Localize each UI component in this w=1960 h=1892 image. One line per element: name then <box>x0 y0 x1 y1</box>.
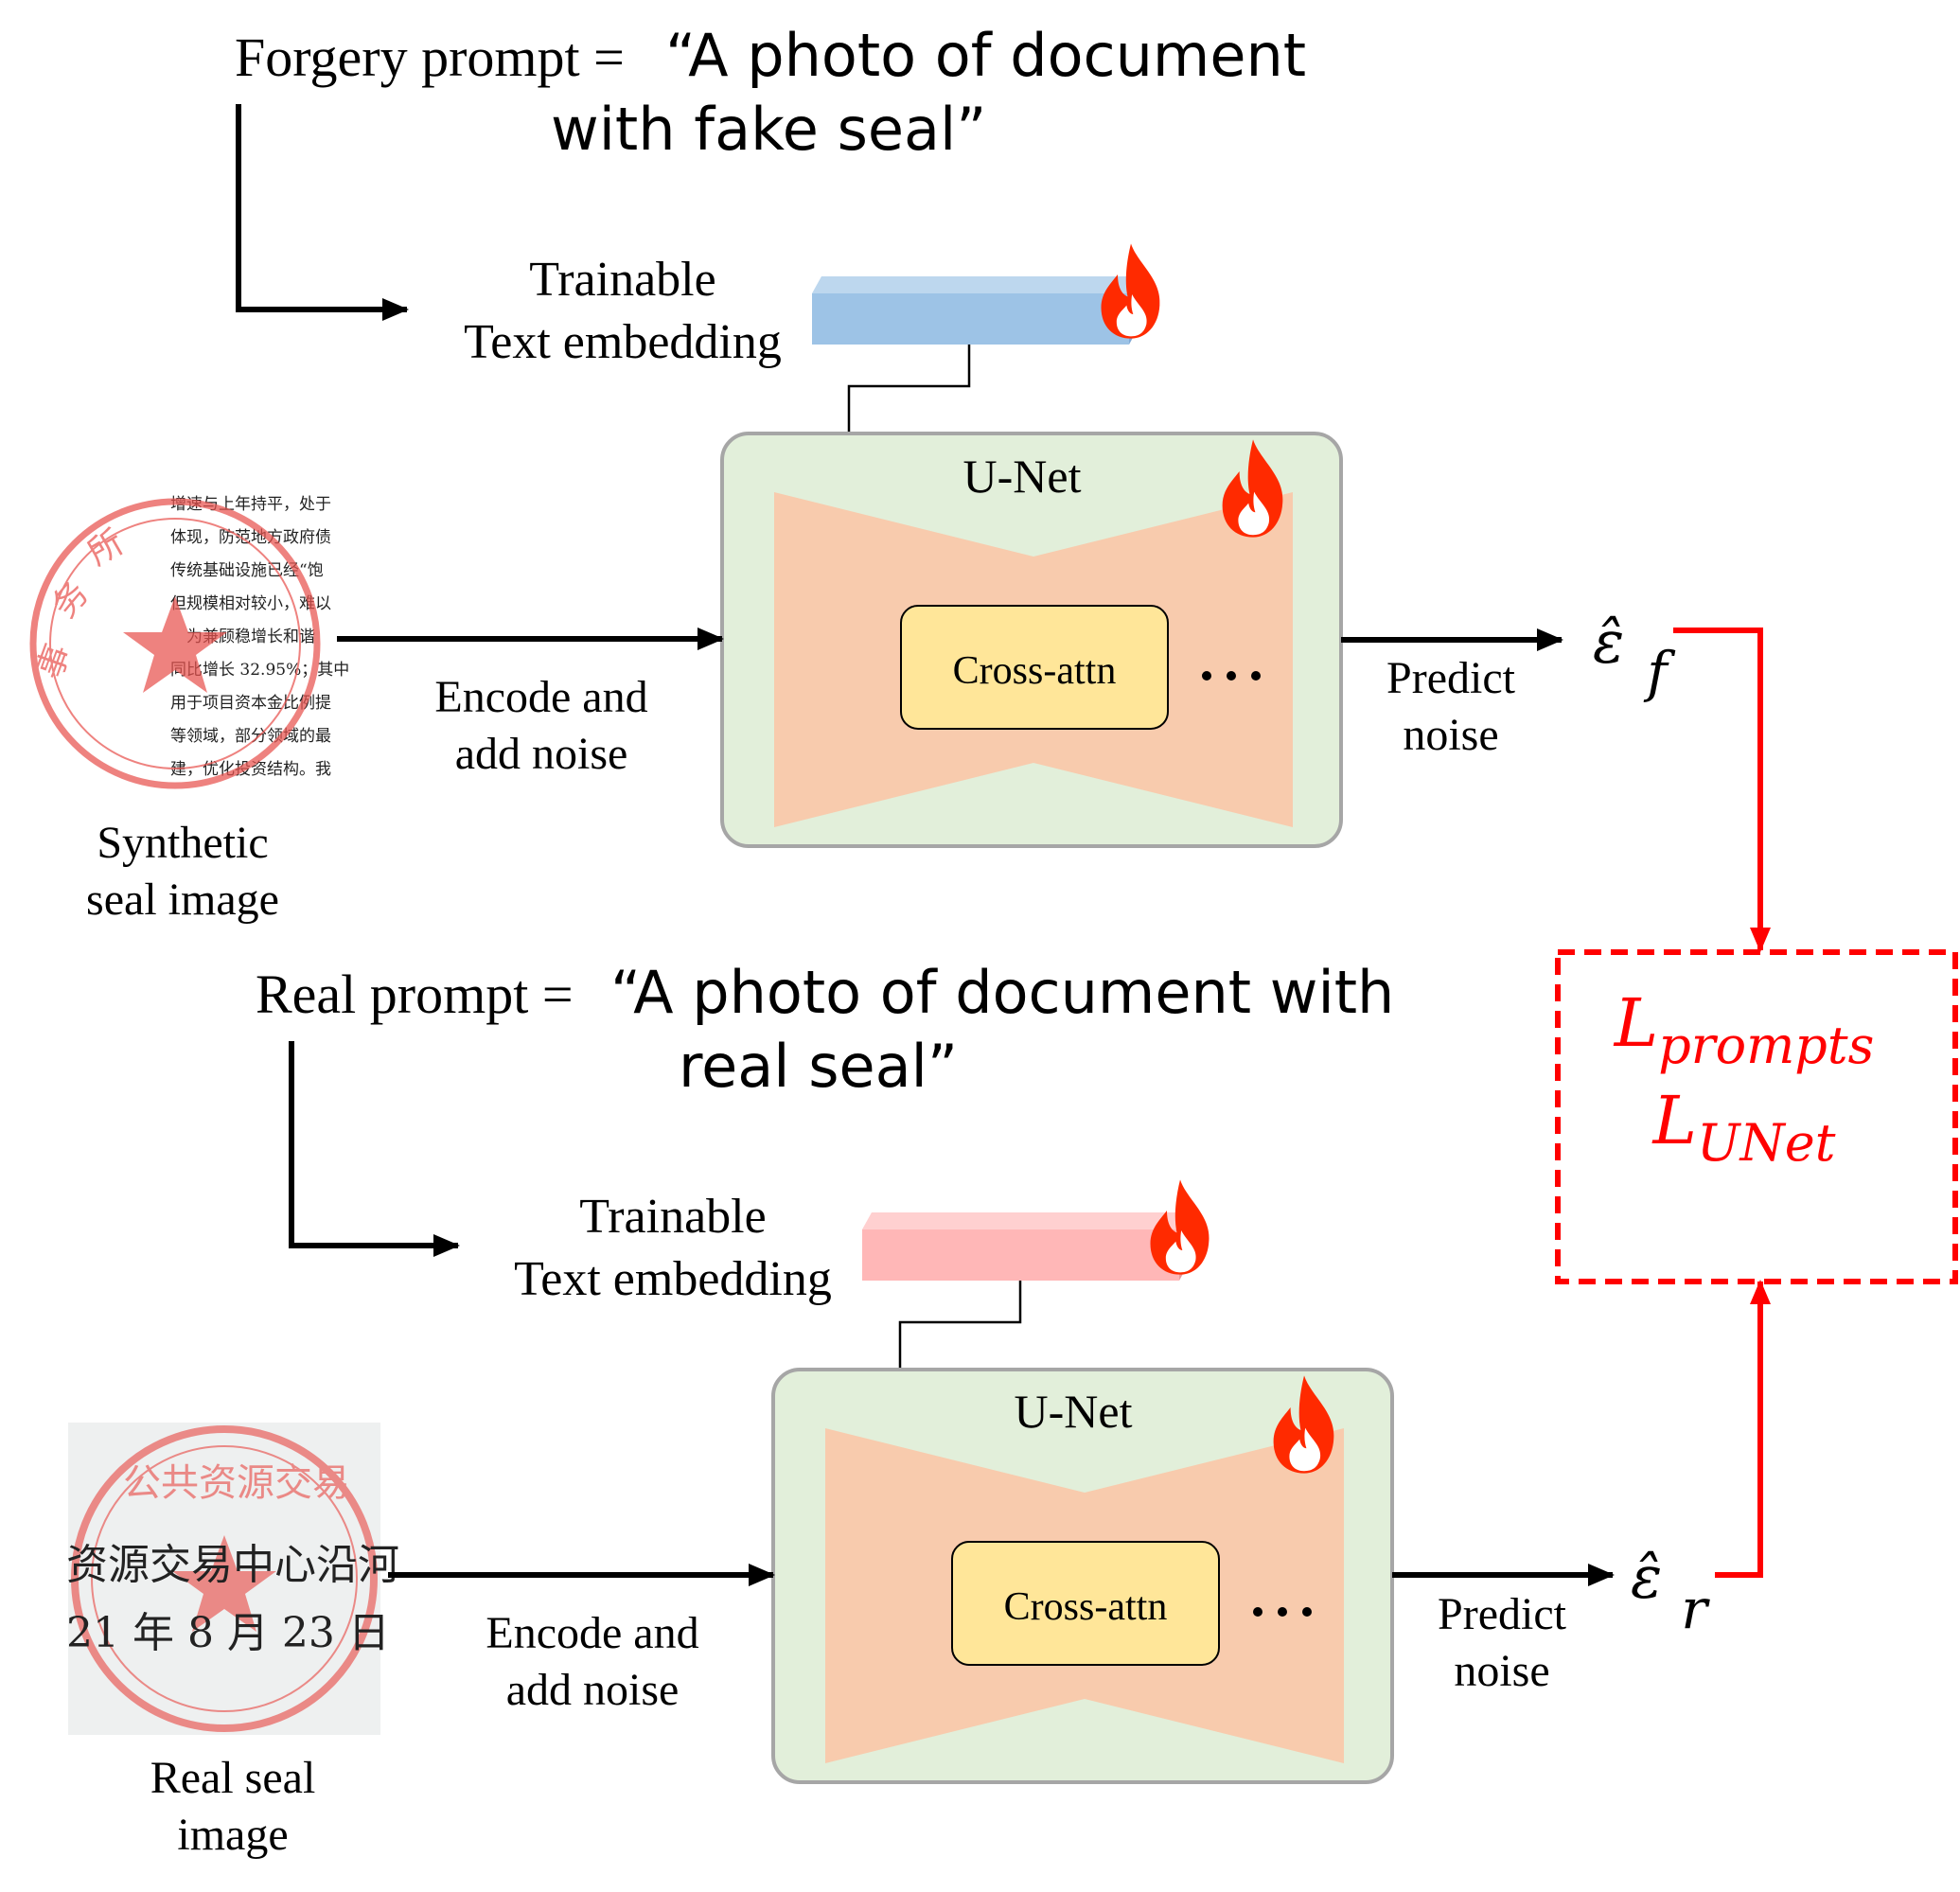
unet-title: U-Net <box>963 450 1082 503</box>
predict-label-line1: Predict <box>1438 1589 1567 1639</box>
crossattn-box <box>951 1541 1220 1666</box>
doc-line: 21 年 8 月 23 日 <box>66 1609 390 1657</box>
doc-line: 等领域，部分领域的最 <box>170 727 331 746</box>
seal-ring-text: 公共资源交易 <box>123 1461 350 1505</box>
unet-title: U-Net <box>1015 1385 1133 1438</box>
top-to-loss-arrow <box>1673 628 1771 952</box>
real-prompt-prefix: Real prompt = <box>256 964 574 1025</box>
loss-section: Lprompts LUNet <box>1555 628 1958 1578</box>
predict-label-line1: Predict <box>1386 653 1516 703</box>
top-pipeline: Forgery prompt = “A photo of document wi… <box>26 21 1676 925</box>
real-prompt-line1: “A photo of document with <box>610 958 1394 1027</box>
forgery-prompt-line1: “A photo of document <box>665 21 1306 90</box>
crossattn-label: Cross-attn <box>953 649 1117 693</box>
ellipsis <box>1253 1607 1312 1617</box>
forgery-prompt-line2: with fake seal” <box>551 95 986 164</box>
text-embedding-bar <box>862 1212 1189 1281</box>
encode-label-line1: Encode and <box>434 672 647 722</box>
trainable-flame-icon <box>1101 243 1160 339</box>
text-embedding-bar <box>812 276 1139 345</box>
doc-line: 建，优化投资结构。我 <box>170 760 331 779</box>
doc-line: 体现，防范地方政府债 <box>170 528 331 547</box>
prompt-to-embedding-arrow <box>236 104 409 321</box>
prompt-to-embedding-arrow <box>289 1041 460 1257</box>
embedding-label-line2: Text embedding <box>514 1252 832 1306</box>
red-seal-stamp: 事 务 所 <box>29 498 321 789</box>
real-prompt-line2: real seal” <box>679 1032 958 1101</box>
doc-line: 同比增长 32.95%；其中 <box>170 661 349 680</box>
image-label-line1: Real seal <box>150 1753 316 1803</box>
crossattn-box <box>900 605 1169 730</box>
image-label-line2: image <box>177 1810 288 1860</box>
embedding-label-line1: Trainable <box>529 253 715 307</box>
output-epsilon-f: ε̂f <box>1593 608 1676 704</box>
loss-prompts: Lprompts <box>1613 984 1875 1075</box>
embedding-label-line1: Trainable <box>579 1190 766 1244</box>
predict-label-line2: noise <box>1403 710 1498 760</box>
real-seal-image: 公共资源交易 资源交易中心沿河 21 年 8 月 23 日 <box>66 1423 399 1735</box>
doc-line: 传统基础设施已经“饱 <box>170 561 324 580</box>
doc-line: 用于项目资本金比例提 <box>170 694 331 713</box>
red-seal-stamp: 公共资源交易 <box>71 1425 378 1732</box>
bottom-to-loss-arrow <box>1715 1280 1771 1578</box>
loss-box <box>1555 949 1958 1284</box>
encode-label-line1: Encode and <box>486 1608 698 1658</box>
predict-label-line2: noise <box>1454 1646 1549 1696</box>
ellipsis <box>1202 671 1261 681</box>
doc-line: 资源交易中心沿河 <box>66 1541 399 1589</box>
encode-label-line2: add noise <box>506 1665 680 1715</box>
trainable-flame-icon <box>1150 1179 1210 1275</box>
image-label-line1: Synthetic <box>97 818 268 868</box>
output-epsilon-r: ε̂r <box>1631 1543 1710 1641</box>
crossattn-label: Cross-attn <box>1004 1585 1168 1629</box>
encode-label-line2: add noise <box>455 729 628 779</box>
embedding-label-line2: Text embedding <box>464 315 782 369</box>
image-label-line2: seal image <box>86 875 279 925</box>
loss-unet: LUNet <box>1651 1082 1836 1173</box>
forgery-prompt-prefix: Forgery prompt = <box>235 27 625 88</box>
bottom-pipeline: Real prompt = “A photo of document with … <box>66 958 1710 1860</box>
synthetic-seal-image: 增速与上年持平，处于 体现，防范地方政府债 传统基础设施已经“饱 但规模相对较小… <box>26 487 349 797</box>
